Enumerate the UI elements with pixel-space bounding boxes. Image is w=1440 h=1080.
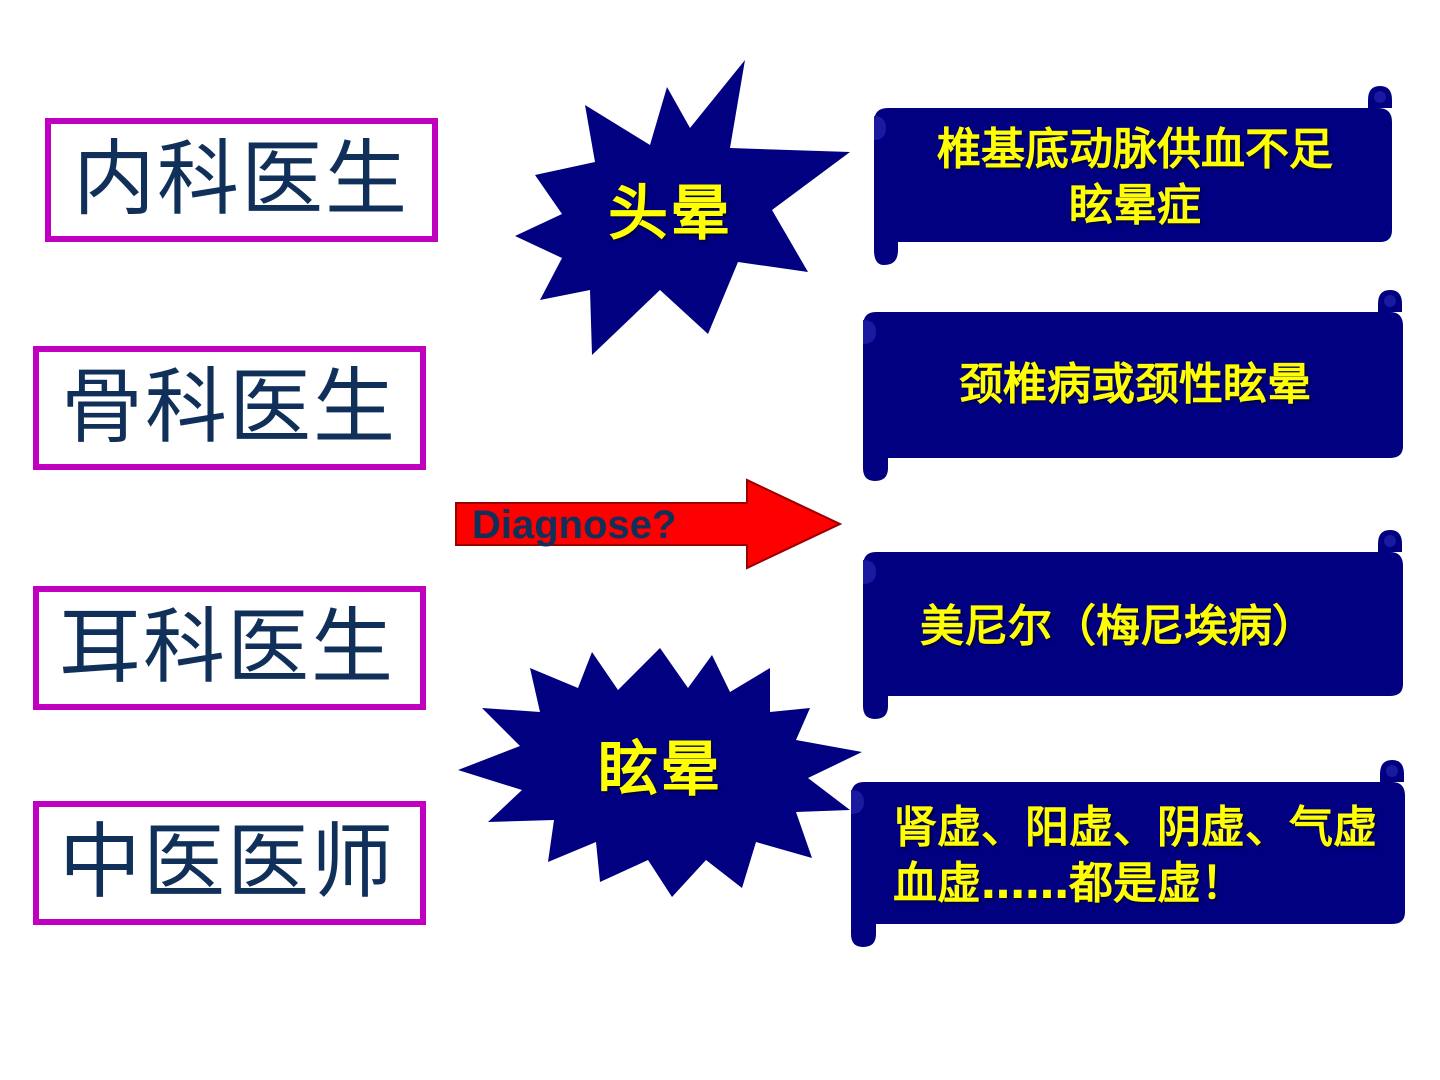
- doctor-box-internal-medicine: 内科医生: [45, 118, 438, 242]
- doctor-label: 中医医师: [59, 815, 396, 910]
- diagnosis-line: 美尼尔（梅尼埃病）: [920, 601, 1316, 652]
- diagnosis-line: 肾虚、阳虚、阴虚、气虚: [893, 802, 1377, 853]
- symptom-label: 头晕: [608, 179, 732, 249]
- diagnosis-text: 美尼尔（梅尼埃病）: [920, 599, 1316, 655]
- diagnosis-scroll-1: [874, 86, 1392, 265]
- doctor-label: 骨科医生: [61, 360, 398, 455]
- symptom-burst-dizziness: [515, 60, 850, 355]
- diagnosis-text: 椎基底动脉供血不足 眩晕症: [900, 122, 1370, 234]
- doctor-label: 内科医生: [73, 132, 410, 227]
- diagnosis-line: 颈椎病或颈性眩晕: [959, 359, 1311, 410]
- diagnosis-line: 椎基底动脉供血不足: [937, 124, 1333, 175]
- doctor-box-otology: 耳科医生: [33, 586, 426, 710]
- diagnosis-text: 肾虚、阳虚、阴虚、气虚 血虚……都是虚！: [893, 800, 1423, 912]
- symptom-label: 眩晕: [598, 735, 722, 805]
- diagnose-label: Diagnose?: [472, 503, 677, 547]
- doctor-box-orthopedics: 骨科医生: [33, 346, 426, 470]
- diagnosis-scroll-4: [851, 760, 1405, 947]
- diagnosis-scroll-2: [863, 290, 1403, 481]
- diagnosis-scroll-3: [863, 530, 1403, 719]
- diagnosis-line: 血虚……都是虚！: [893, 858, 1245, 909]
- diagnosis-line: 眩晕症: [1069, 180, 1201, 231]
- diagnose-arrow: [455, 478, 843, 570]
- doctor-box-tcm: 中医医师: [33, 801, 426, 925]
- doctor-label: 耳科医生: [59, 600, 396, 695]
- diagnosis-text: 颈椎病或颈性眩晕: [890, 357, 1380, 413]
- symptom-burst-vertigo: [458, 648, 862, 897]
